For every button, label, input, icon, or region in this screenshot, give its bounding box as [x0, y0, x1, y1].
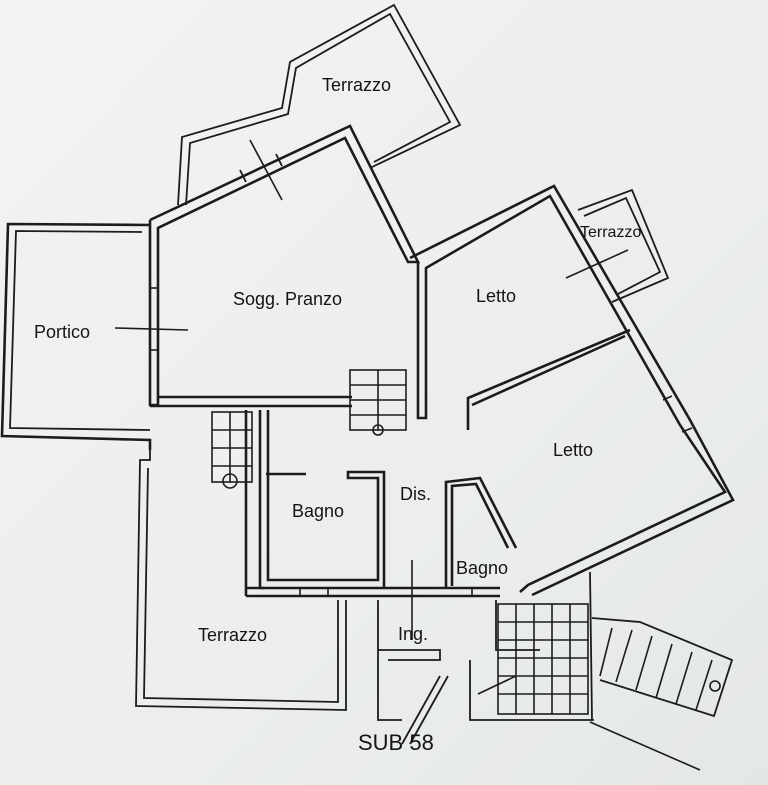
portico-outline	[0, 222, 189, 450]
label-terrazzo-small: Terrazzo	[580, 224, 641, 241]
terrace-bottom-walls	[135, 448, 347, 711]
label-letto-lower: Letto	[553, 440, 593, 460]
unit-label: SUB 58	[358, 730, 434, 755]
label-ingresso: Ing.	[398, 624, 428, 644]
label-terrazzo-bottom: Terrazzo	[198, 625, 267, 645]
central-walls	[244, 410, 518, 640]
terrace-small-walls	[577, 188, 670, 303]
living-room-walls	[148, 124, 421, 408]
stairs-outer	[589, 617, 734, 771]
label-bagno-left: Bagno	[292, 501, 344, 521]
stairs-central	[349, 369, 407, 436]
terrace-top-walls	[177, 3, 462, 206]
label-letto-upper: Letto	[476, 286, 516, 306]
label-bagno-right: Bagno	[456, 558, 508, 578]
label-disimpegno: Dis.	[400, 484, 431, 504]
stairs-lower	[477, 603, 589, 715]
stairs-left	[211, 411, 253, 489]
entrance-walls	[377, 571, 594, 745]
label-soggiorno-pranzo: Sogg. Pranzo	[233, 289, 342, 309]
label-portico: Portico	[34, 322, 90, 342]
label-terrazzo-top: Terrazzo	[322, 75, 391, 95]
bedrooms-walls	[409, 184, 735, 597]
